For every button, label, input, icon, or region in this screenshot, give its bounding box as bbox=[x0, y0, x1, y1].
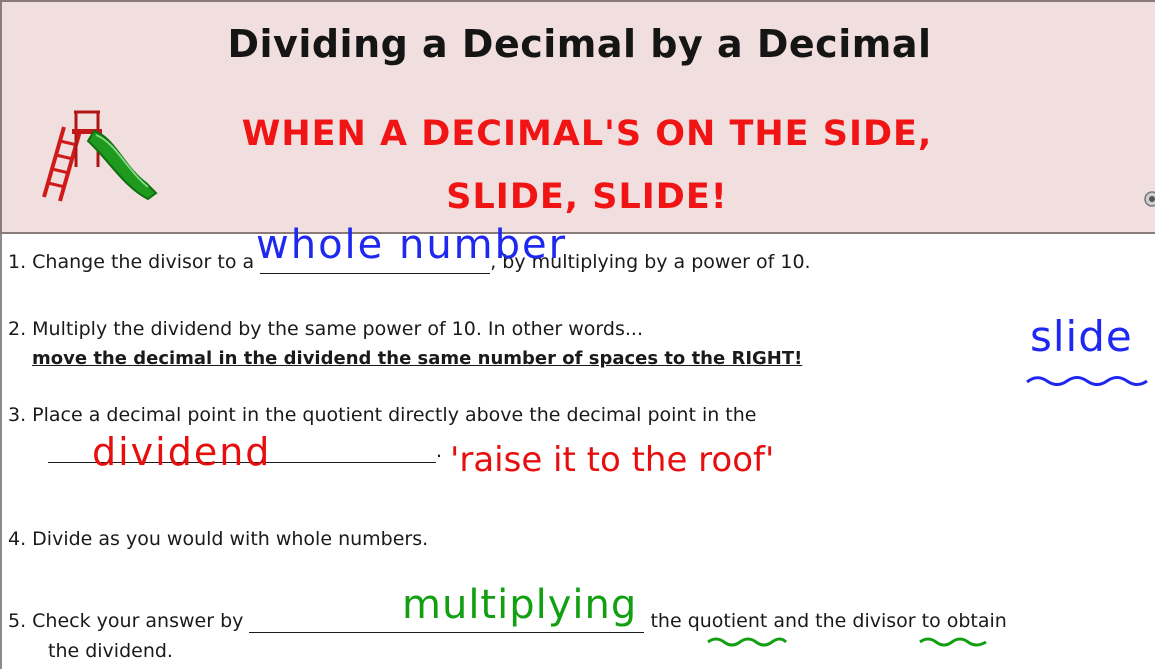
step-3-line-2: . bbox=[48, 440, 442, 463]
step-3-line-1: 3. Place a decimal point in the quotient… bbox=[8, 404, 757, 426]
camera-edge-icon bbox=[1144, 191, 1155, 207]
step-5-line-2: the dividend. bbox=[48, 640, 173, 662]
handwritten-slide: slide bbox=[1030, 312, 1133, 361]
step-1-text-after: , by multiplying by a power of 10. bbox=[490, 251, 811, 273]
handwritten-raise-it-to-the-roof: 'raise it to the roof' bbox=[450, 440, 775, 480]
step-3-blank bbox=[48, 440, 436, 463]
step-5-line-1: 5. Check your answer by the quotient and… bbox=[8, 610, 1007, 633]
divisor-squiggle bbox=[919, 637, 987, 647]
header-banner: Dividing a Decimal by a Decimal WHEN A D… bbox=[0, 0, 1155, 234]
step-5-text-before: 5. Check your answer by bbox=[8, 610, 250, 632]
step-1: 1. Change the divisor to a , by multiply… bbox=[8, 251, 811, 274]
subtitle-line-1: WHEN A DECIMAL'S ON THE SIDE, bbox=[241, 114, 933, 154]
subtitle-line-2: SLIDE, SLIDE! bbox=[446, 177, 728, 217]
step-5-text-after: to obtain bbox=[915, 610, 1007, 632]
step-1-blank bbox=[260, 251, 491, 274]
handwritten-whole-number: whole number bbox=[256, 222, 568, 268]
step-5-text-and-the: and the bbox=[767, 610, 853, 632]
quotient-squiggle bbox=[707, 637, 788, 647]
slide-squiggle bbox=[1026, 376, 1148, 386]
page-title: Dividing a Decimal by a Decimal bbox=[227, 22, 932, 66]
handwritten-multiplying: multiplying bbox=[402, 582, 638, 628]
playground-slide-icon bbox=[42, 110, 158, 202]
step-5-quotient: quotient bbox=[687, 610, 768, 632]
step-5-text-the: the bbox=[644, 610, 688, 632]
step-2-line-1: 2. Multiply the dividend by the same pow… bbox=[8, 318, 643, 340]
step-5-blank bbox=[249, 610, 645, 633]
handwritten-dividend: dividend bbox=[92, 430, 272, 474]
step-4: 4. Divide as you would with whole number… bbox=[8, 528, 429, 550]
step-1-text-before: 1. Change the divisor to a bbox=[8, 251, 261, 273]
step-3-period: . bbox=[436, 440, 443, 462]
step-5-divisor: divisor bbox=[852, 610, 916, 632]
step-2-line-2: move the decimal in the dividend the sam… bbox=[32, 348, 803, 369]
